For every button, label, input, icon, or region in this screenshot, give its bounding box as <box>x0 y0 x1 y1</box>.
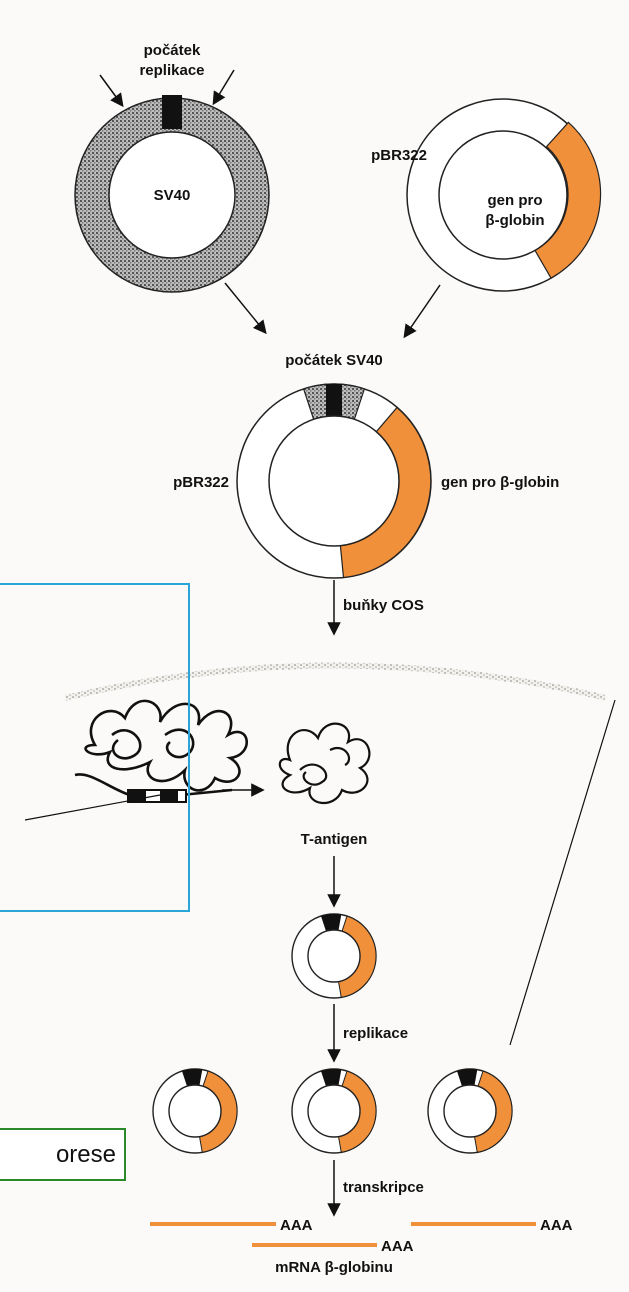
t-antigen-label: T-antigen <box>301 831 368 848</box>
pbr322-top-label: pBR322 <box>371 147 427 164</box>
recombinant-origin-block <box>326 384 342 418</box>
origin-arrow-right <box>214 70 234 103</box>
aaa-label-1: AAA <box>280 1217 313 1234</box>
mrna-strand-2 <box>411 1222 536 1226</box>
mrna-label: mRNA β-globinu <box>275 1259 393 1276</box>
replicated-plasmid-2 <box>292 1069 376 1153</box>
small-plasmid <box>292 914 376 998</box>
origin-label-1: počátek <box>144 42 201 59</box>
t-antigen-protein <box>280 724 370 803</box>
origin-arrow-left <box>100 75 122 105</box>
aaa-label-3: AAA <box>381 1238 414 1255</box>
pointer-line-right <box>510 700 615 1045</box>
origin-label-2: replikace <box>139 62 204 79</box>
mrna-strand-1 <box>150 1222 276 1226</box>
recombinant-plasmid <box>237 384 431 578</box>
green-box-text: orese <box>56 1141 116 1169</box>
replicated-plasmid-1 <box>153 1069 237 1153</box>
pbr322-mid-label: pBR322 <box>173 474 229 491</box>
gene-top-label-2: β-globin <box>485 212 544 229</box>
aaa-label-2: AAA <box>540 1217 573 1234</box>
replication-label: replikace <box>343 1025 408 1042</box>
origin-sv40-label: počátek SV40 <box>285 352 383 369</box>
gene-mid-label: gen pro β-globin <box>441 474 559 491</box>
sv40-origin-block <box>162 95 182 129</box>
green-annotation-box: orese <box>0 1128 126 1181</box>
blue-annotation-box <box>0 583 190 912</box>
sv40-label: SV40 <box>154 187 191 204</box>
gene-top-label-1: gen pro <box>488 192 543 209</box>
mrna-strand-3 <box>252 1243 377 1247</box>
transcription-label: transkripce <box>343 1179 424 1196</box>
cos-cells-label: buňky COS <box>343 597 424 614</box>
replicated-plasmid-3 <box>428 1069 512 1153</box>
merge-arrow-left <box>225 283 265 332</box>
merge-arrow-right <box>405 285 440 336</box>
